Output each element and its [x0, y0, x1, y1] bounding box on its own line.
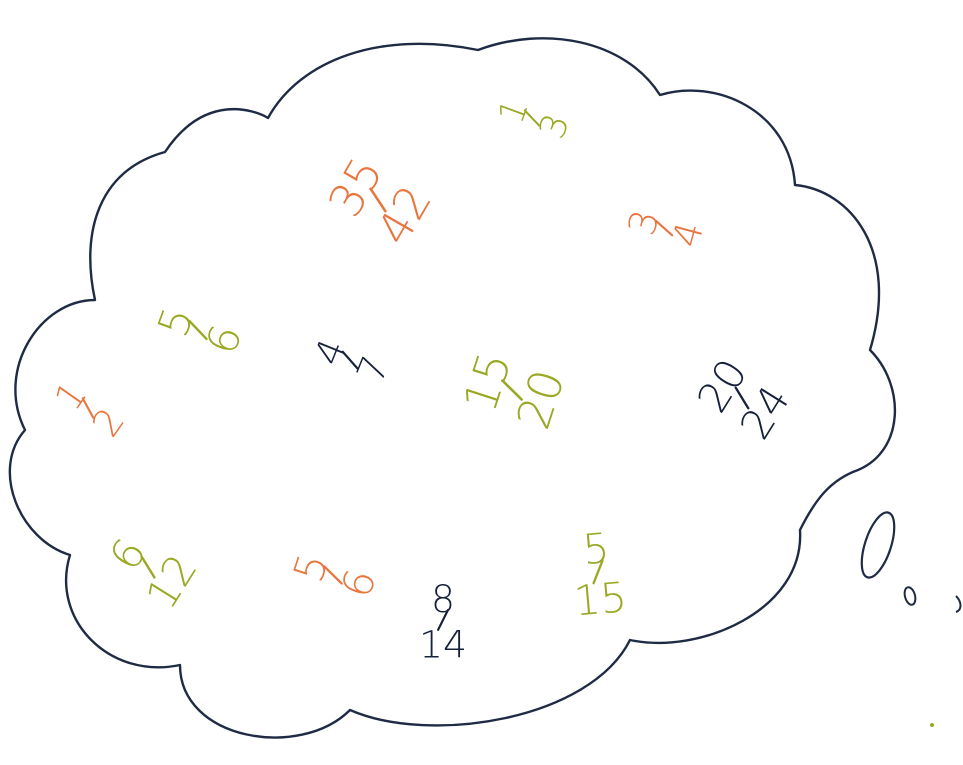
fraction-denominator: 6 — [332, 564, 386, 604]
thought-bubble-small — [956, 596, 961, 612]
fraction-4-over-7: 47 — [305, 333, 397, 389]
thought-bubble-dot — [930, 723, 934, 727]
fraction-numerator: 6 — [100, 530, 156, 579]
fraction-5-over-15: 515 — [568, 523, 629, 626]
thought-bubble-medium — [903, 586, 917, 606]
fraction-numerator: 5 — [284, 548, 338, 588]
fraction-1-over-3: 13 — [491, 94, 578, 144]
fraction-denominator: 3 — [532, 109, 578, 144]
fraction-5-over-6: 56 — [284, 548, 386, 603]
fraction-numerator: 5 — [148, 301, 203, 343]
fraction-denominator: 6 — [197, 318, 252, 360]
fraction-numerator: 8 — [431, 577, 455, 621]
fraction-denominator: 7 — [348, 350, 398, 389]
fraction-1-over-2: 12 — [46, 373, 133, 444]
fraction-denominator: 4 — [664, 217, 713, 252]
fraction-6-over-12: 612 — [93, 519, 207, 618]
fraction-denominator: 2 — [83, 400, 133, 445]
fraction-numerator: 5 — [581, 524, 611, 574]
fraction-denominator: 15 — [572, 573, 629, 625]
fraction-denominator: 14 — [419, 623, 467, 667]
fraction-numerator: 1 — [491, 94, 537, 129]
thought-bubble-large — [855, 509, 901, 582]
fraction-numerator: 4 — [305, 333, 355, 372]
fraction-5-over-6: 56 — [148, 301, 252, 361]
fraction-numerator: 3 — [619, 205, 668, 240]
fraction-3-over-4: 34 — [619, 205, 712, 251]
fraction-8-over-14: 814 — [419, 577, 467, 667]
